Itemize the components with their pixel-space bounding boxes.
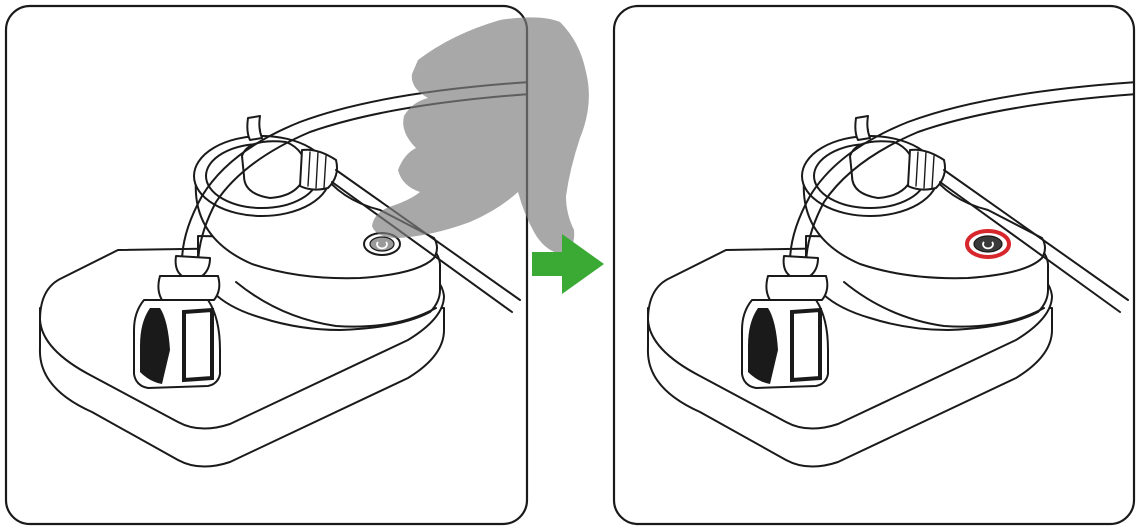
- step-press-panel: [4, 4, 529, 526]
- step-result-panel: [612, 4, 1136, 526]
- power-button-lit: [965, 229, 1011, 259]
- power-icon: [982, 241, 994, 250]
- pointing-hand-icon: [372, 17, 589, 254]
- arrow-right-icon: [532, 234, 604, 294]
- power-icon: [376, 241, 388, 250]
